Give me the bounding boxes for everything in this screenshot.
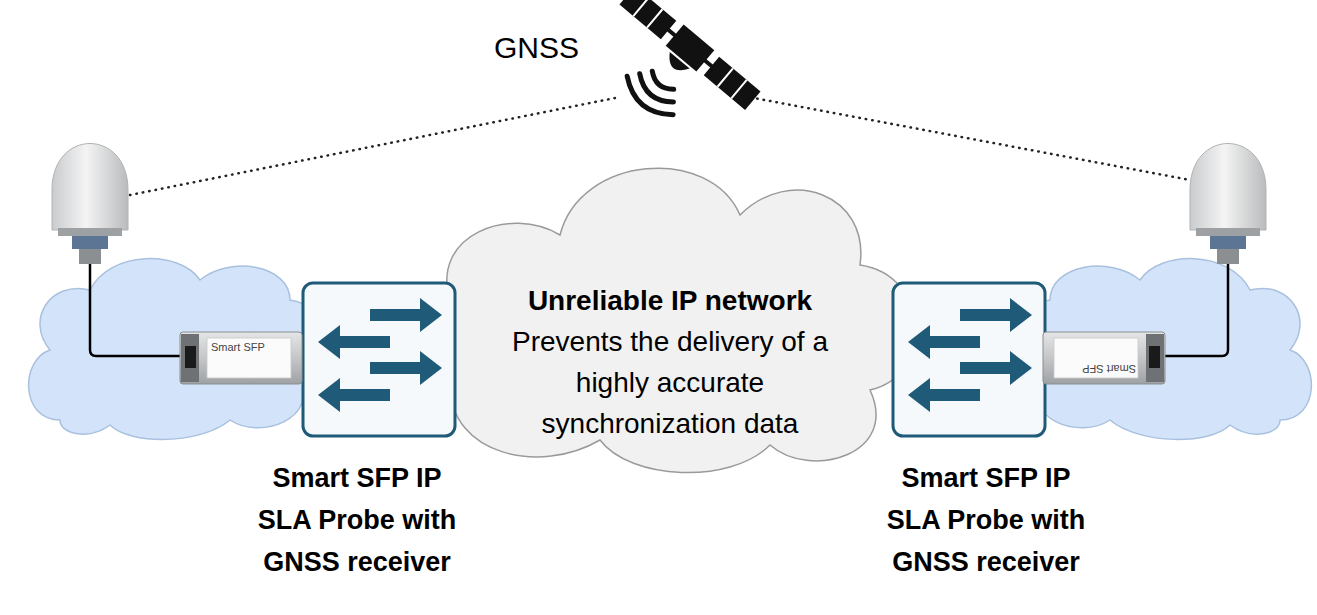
antenna-connector [1217,249,1239,264]
antenna-nut [72,236,108,249]
cloud-description: Prevents the delivery of a highly accura… [495,321,845,444]
gnss-antenna [52,144,185,357]
sfp-port [181,334,199,382]
antenna-base [58,228,122,236]
antenna-base [1196,228,1260,236]
sfp-label [207,338,291,378]
switch-arrow [908,378,980,412]
switch-arrow [370,298,442,332]
cloud-shape [405,168,916,472]
gnss-link [738,95,1190,180]
sfp-body [180,332,302,384]
left-cloud [29,259,324,440]
sfp-label [1054,338,1138,378]
signal-wave [619,76,673,124]
signal-wave [648,71,673,94]
network-switch [303,283,455,436]
sfp-brand-label: Smart SFP [1058,362,1136,375]
switch-arrow [960,298,1032,332]
panel-grid [633,0,746,98]
antenna-connector [79,249,101,264]
network-cloud: Unreliable IP networkPrevents the delive… [390,135,930,475]
satellite-dish [663,52,689,76]
antenna-cable [90,264,185,356]
gnss-link [130,98,615,195]
antenna-nut [1210,236,1246,249]
switch-arrow [318,325,390,359]
sfp-jack [1149,346,1160,368]
switch-arrow [960,351,1032,385]
antenna-cable [1160,264,1228,356]
switch-box [303,283,455,436]
right-cloud [1017,259,1312,440]
antenna-dome [1190,144,1266,231]
sfp-brand-label: Smart SFP [211,341,289,354]
antenna-dome [52,144,128,231]
probe-caption: Smart SFP IP SLA Probe with GNSS receive… [226,457,488,583]
satellite-icon [580,0,762,157]
switch-box [893,283,1045,436]
sfp-module [180,332,302,384]
sfp-body [1043,332,1165,384]
probe-caption: Smart SFP IP SLA Probe with GNSS receive… [855,457,1117,583]
switch-arrow [318,378,390,412]
cloud-text-block: Unreliable IP networkPrevents the delive… [495,281,845,444]
switch-arrow [908,325,980,359]
switch-arrow [370,351,442,385]
sfp-module [1043,332,1165,384]
gnss-antenna [1190,144,1266,265]
sfp-port [1146,334,1164,382]
sfp-jack [185,346,196,368]
network-switch [893,283,1045,436]
solar-panel [619,0,676,39]
cloud-heading: Unreliable IP network [495,281,845,321]
satellite-label: GNSS [494,29,614,67]
